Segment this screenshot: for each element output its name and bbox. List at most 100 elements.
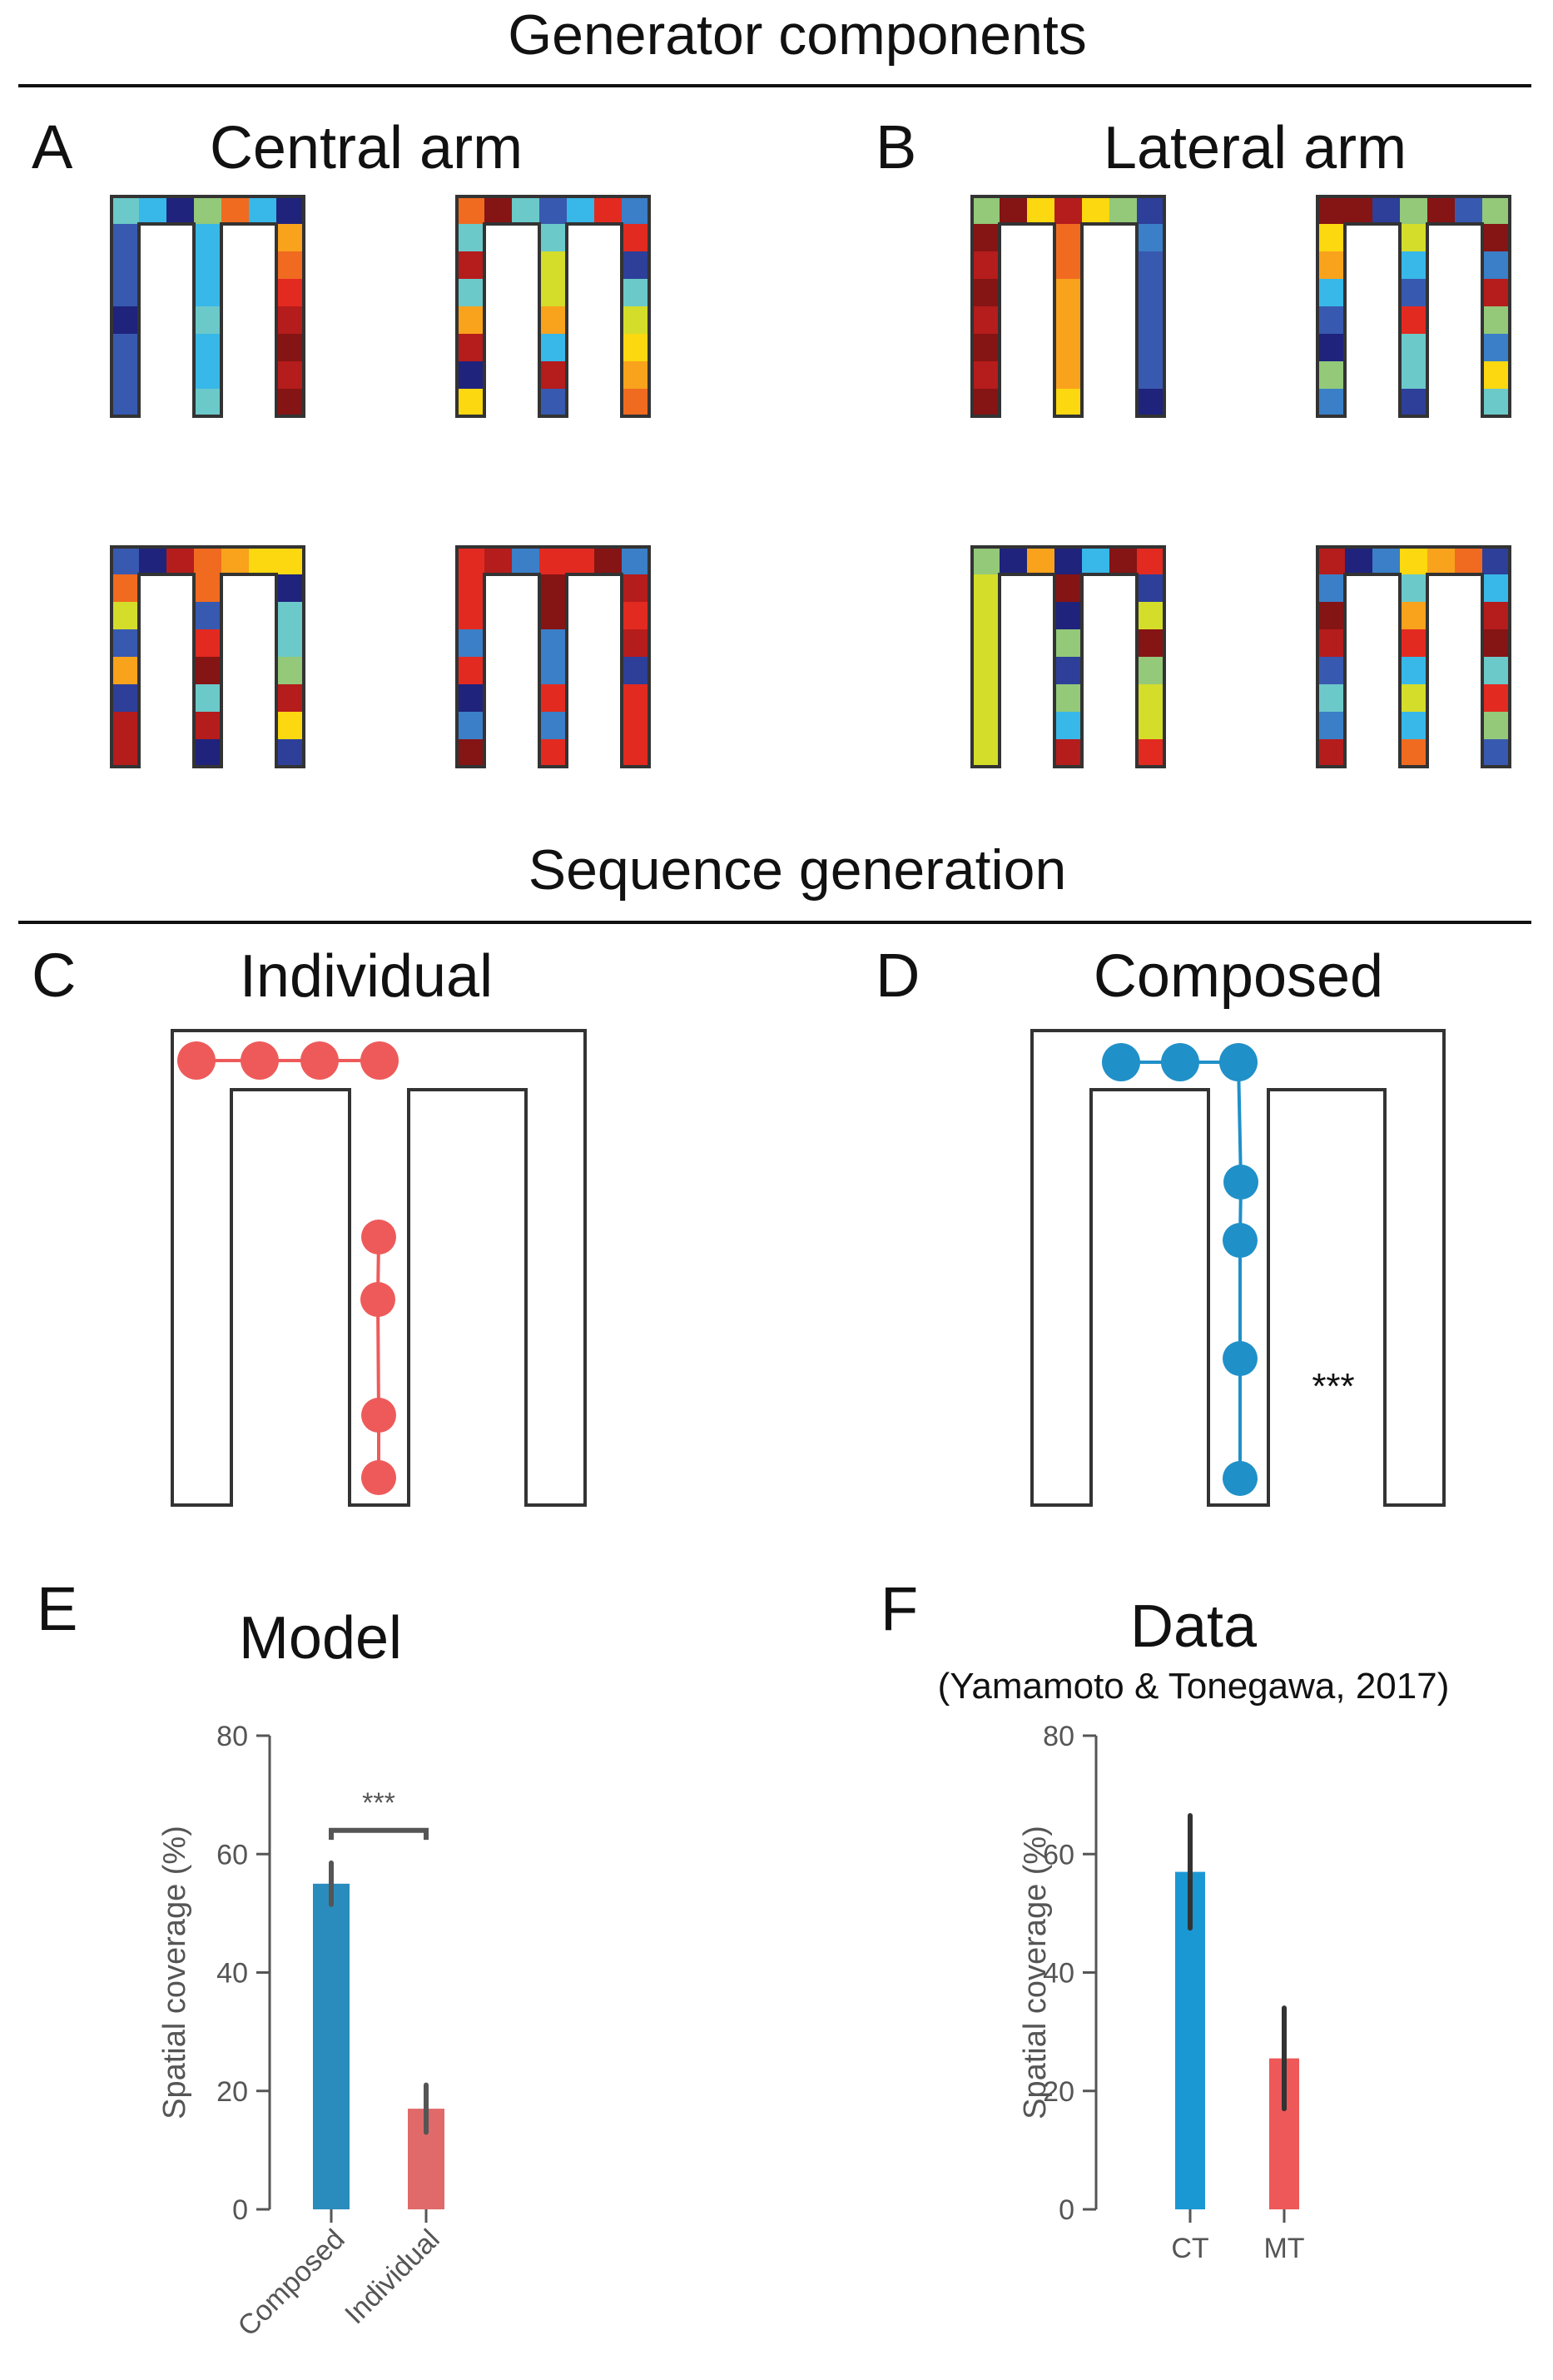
heatmap-cell [1400,547,1427,574]
trajectory-composed-line [1121,1061,1243,1478]
trajectory-point [361,1398,396,1433]
heatmap-cell [484,196,512,224]
trajectory-individual [177,1041,399,1495]
heatmap-cell [194,334,221,361]
heatmap-cell [972,712,1000,739]
header-generator-components: Generator components [508,3,1087,67]
heatmap-cell [276,306,304,334]
heatmap-cell [112,361,139,389]
heatmap-cell [276,712,304,739]
trajectory-composed [1102,1043,1258,1496]
heatmap-cell [972,629,1000,657]
heatmap-cell [457,547,484,574]
trajectory-point [1161,1043,1199,1081]
heatmap-maze-b3 [970,545,1166,768]
heatmap-cell [539,334,567,361]
heatmap-cell [194,574,221,602]
heatmap-cell [622,279,649,306]
heatmap-cell [622,712,649,739]
heatmap-cell [1054,306,1082,334]
heatmap-cell [594,196,622,224]
heatmap-cell [1400,739,1427,767]
heatmap-cell [457,629,484,657]
y-tick-label: 80 [1043,1721,1074,1752]
heatmap-cell [622,684,649,712]
heatmap-cell [1054,196,1082,224]
heatmap-cell [972,574,1000,602]
heatmap-cell [457,712,484,739]
heatmap-cell [1137,574,1164,602]
heatmap-cell [1137,334,1164,361]
heatmap-cell [1137,739,1164,767]
heatmap-cell [457,196,484,224]
heatmap-cell [276,251,304,279]
panel-letter-b: B [876,112,916,181]
heatmap-cell [539,547,567,574]
heatmap-cell [276,361,304,389]
heatmap-maze-b2 [1316,195,1511,418]
heatmap-cell [1054,334,1082,361]
heatmap-cell [1482,389,1510,416]
heatmap-cell [276,334,304,361]
heatmap-cell [1317,361,1345,389]
heatmap-cell [539,602,567,629]
heatmap-cell [457,574,484,602]
maze-outline [970,195,1166,418]
heatmap-cell [194,739,221,767]
heatmap-cell [1137,657,1164,684]
panel-subtitle-citation: (Yamamoto & Tonegawa, 2017) [938,1666,1450,1707]
header-sequence-generation: Sequence generation [528,838,1067,902]
heatmap-cell [1054,224,1082,251]
heatmap-cell [276,279,304,306]
panel-letter-c: C [32,941,76,1010]
heatmap-cell [1137,251,1164,279]
heatmap-cell [972,684,1000,712]
trajectory-point [300,1041,339,1080]
heatmap-cell [194,389,221,416]
maze-outline [455,195,651,418]
heatmap-cell [457,224,484,251]
heatmap-cell [1054,574,1082,602]
heatmap-cell [1137,712,1164,739]
heatmap-cell [1027,547,1054,574]
trajectory-point [177,1041,216,1080]
trajectory-point [1223,1461,1258,1496]
heatmap-cell [112,657,139,684]
heatmap-cell [1137,389,1164,416]
heatmap-cell [276,657,304,684]
panel-title-lateral-arm: Lateral arm [1104,115,1407,181]
heatmap-cell [1317,712,1345,739]
heatmap-cell [1317,334,1345,361]
heatmap-cell [1317,684,1345,712]
heatmap-cell [194,224,221,251]
heatmap-cell [1482,306,1510,334]
heatmap-cell [1027,196,1054,224]
heatmap-cell [1137,196,1164,224]
heatmap-cell [1137,629,1164,657]
heatmap-cell [1317,547,1345,574]
heatmap-cell [1137,361,1164,389]
heatmap-cell [1427,196,1455,224]
heatmap-cell [112,306,139,334]
heatmap-cell [194,602,221,629]
heatmap-cell [622,629,649,657]
heatmap-cell [1137,684,1164,712]
heatmap-cell [1482,224,1510,251]
y-axis-label: Spatial coverage (%) [157,1826,192,2119]
heatmap-cell [1482,657,1510,684]
heatmap-cell [112,224,139,251]
heatmap-cell [1482,602,1510,629]
heatmap-cell [1000,547,1027,574]
trajectory-point [1223,1223,1258,1258]
heatmap-cell [1400,334,1427,361]
heatmap-cell [1137,306,1164,334]
heatmap-cell [1082,196,1109,224]
heatmap-cell [457,602,484,629]
heatmap-cell [194,684,221,712]
heatmap-cell [1082,547,1109,574]
heatmap-cell [1317,251,1345,279]
y-axis-label: Spatial coverage (%) [1018,1826,1053,2119]
heatmap-cell [1317,196,1345,224]
heatmap-cell [972,224,1000,251]
heatmap-maze-a3 [110,545,305,768]
